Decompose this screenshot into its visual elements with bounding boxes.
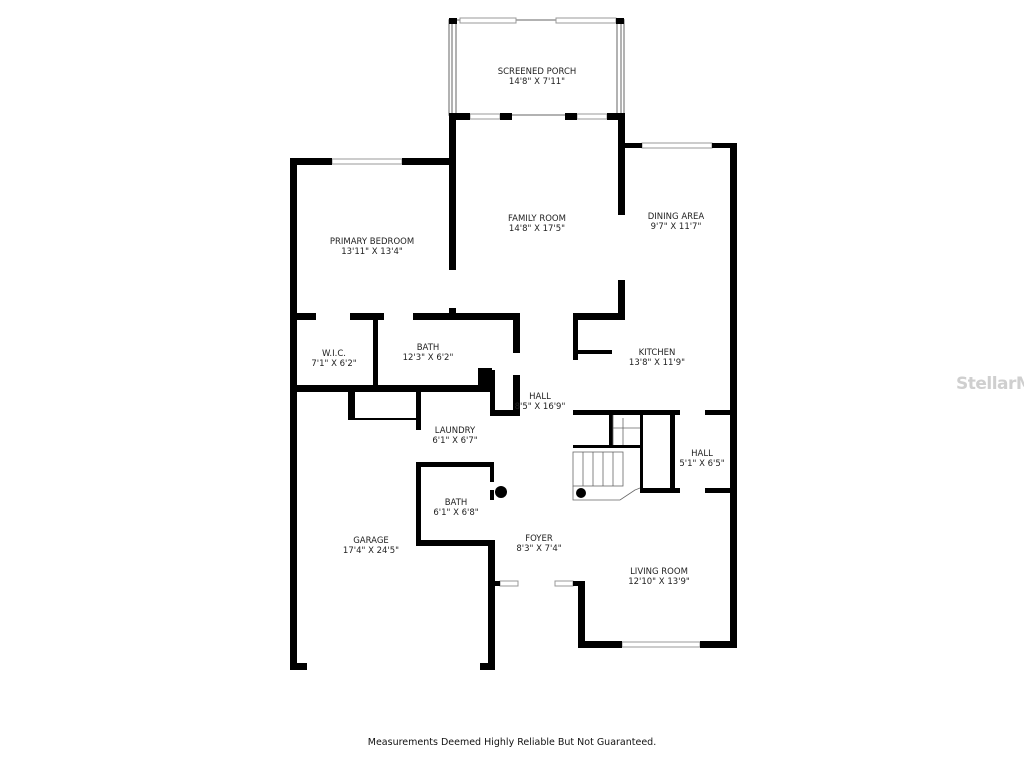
room-dims: 14'8" X 17'5" bbox=[508, 224, 566, 234]
room-name: GARAGE bbox=[353, 536, 389, 546]
room-name: SCREENED PORCH bbox=[497, 67, 577, 77]
room-name: FOYER bbox=[525, 534, 553, 544]
room-dims: 6'1" X 6'8" bbox=[433, 508, 479, 518]
watermark-logo: StellarMLS bbox=[956, 374, 1024, 394]
room-dims: 12'3" X 6'2" bbox=[402, 353, 454, 363]
room-dims: 6'1" X 6'7" bbox=[432, 436, 478, 446]
room-dims: 5'1" X 6'5" bbox=[679, 459, 725, 469]
room-dims: 8'5" X 16'9" bbox=[514, 402, 566, 412]
room-dims: 7'1" X 6'2" bbox=[311, 359, 357, 369]
room-dims: 14'8" X 7'11" bbox=[508, 77, 566, 87]
room-name: HALL bbox=[691, 449, 713, 459]
room-dims: 8'3" X 7'4" bbox=[516, 544, 562, 554]
room-dims: 13'8" X 11'9" bbox=[628, 358, 686, 368]
room-name: DINING AREA bbox=[647, 212, 705, 222]
room-wic: W.I.C.7'1" X 6'2" bbox=[311, 349, 356, 369]
walls bbox=[290, 18, 737, 670]
room-name: LAUNDRY bbox=[434, 426, 476, 436]
room-name: PRIMARY BEDROOM bbox=[329, 237, 415, 247]
room-name: W.I.C. bbox=[322, 349, 346, 359]
room-name: FAMILY ROOM bbox=[508, 214, 566, 224]
room-name: BATH bbox=[416, 343, 440, 353]
disclaimer: Measurements Deemed Highly Reliable But … bbox=[367, 737, 657, 748]
room-name: KITCHEN bbox=[638, 348, 676, 358]
room-dims: 17'4" X 24'5" bbox=[342, 546, 400, 556]
room-name: BATH bbox=[444, 498, 468, 508]
room-dims: 9'7" X 11'7" bbox=[650, 222, 702, 232]
room-dims: 12'10" X 13'9" bbox=[628, 577, 690, 587]
stairs bbox=[572, 415, 641, 501]
room-dims: 13'11" X 13'4" bbox=[341, 247, 403, 257]
room-name: HALL bbox=[529, 392, 551, 402]
room-name: LIVING ROOM bbox=[630, 567, 688, 577]
